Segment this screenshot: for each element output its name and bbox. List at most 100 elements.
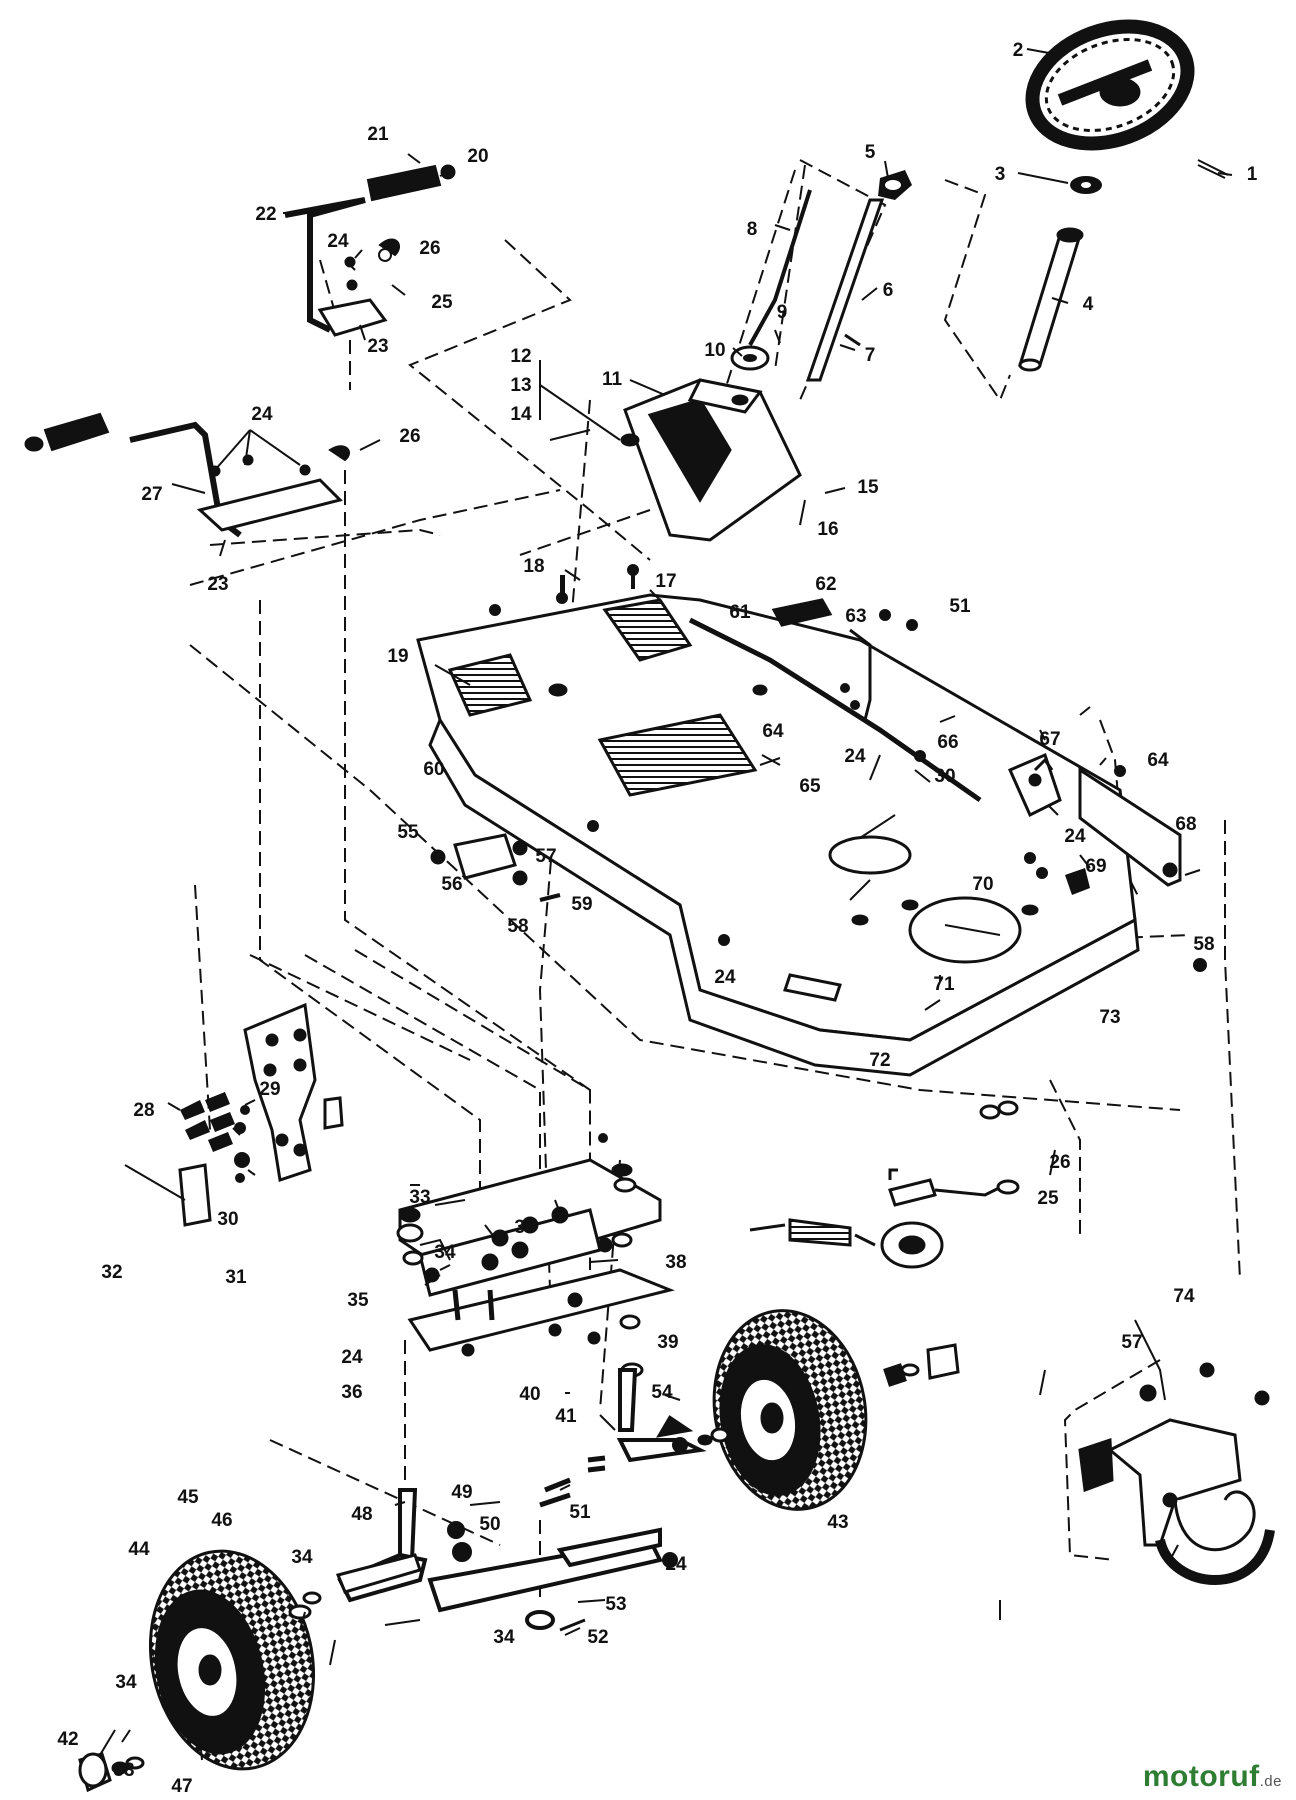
brake-pedal (688, 598, 982, 803)
part-label-23b: 23 (207, 574, 228, 595)
site-watermark: motoruf.de (1143, 1760, 1282, 1794)
steering-rod (748, 189, 812, 346)
wheel-front-right (697, 1309, 960, 1511)
part-label-26a: 26 (419, 238, 440, 259)
part-label-57a: 57 (1121, 1332, 1142, 1353)
part-label-24c: 24 (341, 1347, 363, 1368)
part-label-17: 17 (655, 571, 676, 592)
steering-column-tube (1017, 227, 1084, 372)
axle-bracket-center (398, 1158, 675, 1357)
part-label-15: 15 (857, 477, 879, 498)
part-label-23a: 23 (367, 336, 388, 357)
part-label-33b: 33 (113, 1760, 134, 1781)
steering-washer (1070, 176, 1102, 194)
part-label-45: 45 (177, 1487, 199, 1508)
part-label-39: 39 (657, 1332, 678, 1353)
part-label-26b: 26 (399, 426, 420, 447)
part-label-67: 67 (1039, 729, 1060, 750)
watermark-tld: .de (1259, 1773, 1282, 1790)
part-label-65: 65 (799, 776, 821, 797)
chassis-frame (416, 593, 1140, 1077)
part-label-20: 20 (467, 146, 488, 167)
part-label-51b: 51 (569, 1502, 591, 1523)
part-label-58a: 58 (507, 916, 528, 937)
steering-wheel (1025, 19, 1195, 151)
steering-cotter-pin (1197, 159, 1229, 179)
part-label-22: 22 (255, 204, 276, 225)
part-label-38: 38 (665, 1252, 686, 1273)
part-label-70: 70 (972, 874, 993, 895)
part-label-31: 31 (225, 1267, 247, 1288)
part-label-46: 46 (211, 1510, 232, 1531)
watermark-brand: motoruf (1142, 1760, 1260, 1793)
part-label-3: 3 (995, 164, 1006, 185)
part-label-64a: 64 (762, 721, 784, 742)
part-label-63: 63 (845, 606, 866, 627)
part-label-24b: 24 (251, 404, 273, 425)
part-label-53: 53 (605, 1594, 626, 1615)
part-label-71: 71 (933, 974, 955, 995)
rear-bracket (1008, 752, 1182, 887)
part-label-61: 61 (729, 602, 751, 623)
part-label-40: 40 (519, 1384, 540, 1405)
part-label-72: 72 (869, 1050, 890, 1071)
part-label-62: 62 (815, 574, 836, 595)
part-label-25b: 25 (1037, 1188, 1059, 1209)
part-label-34a: 34 (434, 1242, 456, 1263)
leader-lines (99, 48, 1233, 1761)
part-label-58b: 58 (1193, 934, 1214, 955)
part-label-7: 7 (865, 345, 876, 366)
part-label-24f: 24 (844, 746, 866, 767)
part-label-66: 66 (937, 732, 958, 753)
part-label-34b: 34 (291, 1547, 313, 1568)
part-label-52: 52 (587, 1627, 608, 1648)
part-label-10: 10 (704, 340, 725, 361)
axle-washers (396, 1163, 644, 1378)
part-label-36: 36 (341, 1382, 362, 1403)
part-label-2: 2 (1013, 40, 1024, 61)
part-label-59: 59 (571, 894, 592, 915)
part-label-21: 21 (367, 124, 389, 145)
part-label-47: 47 (171, 1776, 192, 1797)
part-label-57b: 57 (535, 846, 556, 867)
part-label-16: 16 (817, 519, 838, 540)
lift-lever-lower (24, 412, 350, 538)
part-label-60: 60 (423, 759, 444, 780)
lift-lever-upper (284, 164, 456, 337)
part-label-69: 69 (1085, 856, 1106, 877)
part-label-50: 50 (479, 1514, 500, 1535)
part-label-8: 8 (747, 219, 758, 240)
part-label-51a: 51 (949, 596, 971, 617)
seat-bracket (1078, 1362, 1275, 1585)
part-label-34d: 34 (493, 1627, 515, 1648)
part-label-49: 49 (451, 1482, 472, 1503)
part-label-33a: 33 (409, 1187, 430, 1208)
part-label-32: 32 (101, 1262, 122, 1283)
chassis-hardware (489, 564, 1207, 1143)
wheel-front-left (78, 1549, 422, 1793)
part-label-44: 44 (128, 1539, 150, 1560)
part-label-30a: 30 (217, 1209, 238, 1230)
part-label-5: 5 (865, 142, 876, 163)
part-label-64b: 64 (1147, 750, 1169, 771)
part-label-24e: 24 (714, 967, 736, 988)
part-label-19: 19 (387, 646, 408, 667)
part-label-24d: 24 (665, 1554, 687, 1575)
part-label-34c: 34 (115, 1672, 137, 1693)
part-label-54: 54 (651, 1382, 673, 1403)
spring-and-idler (749, 1100, 1020, 1269)
part-label-13: 13 (510, 375, 531, 396)
spindle-and-drag-link (337, 1368, 707, 1632)
dash-console (620, 378, 802, 542)
part-label-28: 28 (133, 1100, 154, 1121)
part-label-6: 6 (883, 280, 894, 301)
part-label-29: 29 (259, 1079, 280, 1100)
part-label-1: 1 (1247, 164, 1258, 185)
part-label-74: 74 (1173, 1286, 1195, 1307)
part-label-24g: 24 (1064, 826, 1086, 847)
part-label-55: 55 (397, 822, 419, 843)
part-label-56: 56 (441, 874, 462, 895)
part-label-26c: 26 (1049, 1152, 1070, 1173)
steering-bearing-cap (878, 170, 912, 200)
